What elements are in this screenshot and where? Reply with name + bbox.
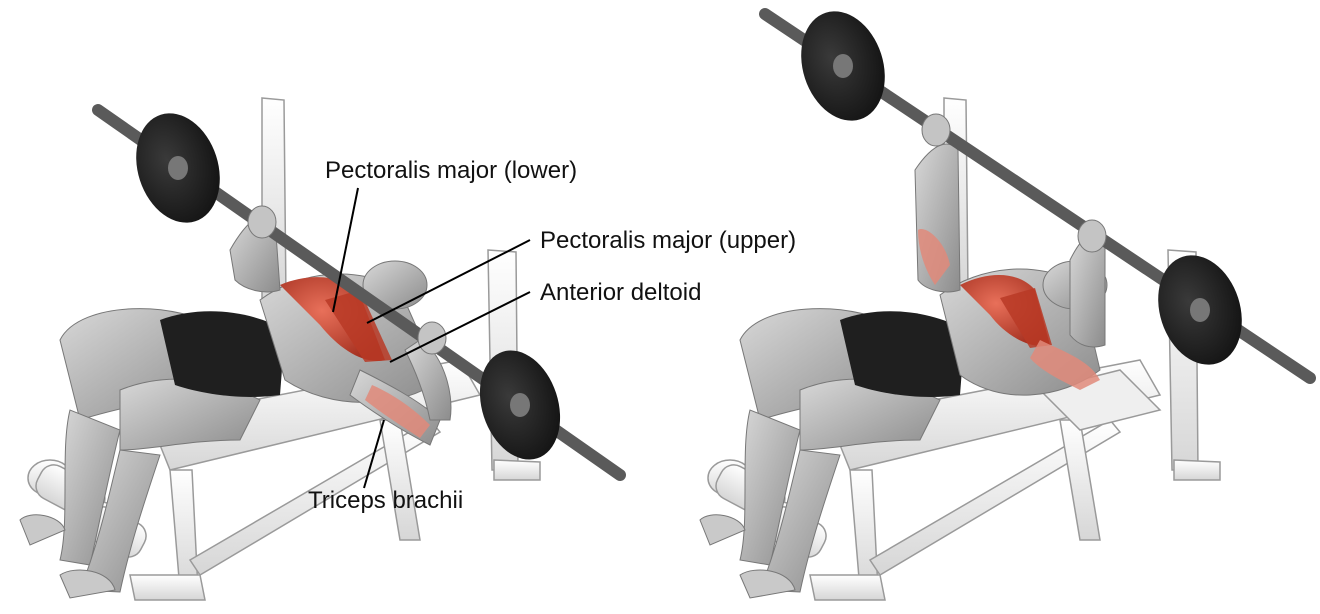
label-triceps-brachii: Triceps brachii	[308, 487, 463, 514]
label-pectoralis-major-upper: Pectoralis major (upper)	[540, 227, 796, 254]
leader-pec-lower	[332, 187, 359, 313]
leader-anterior-deltoid	[389, 291, 531, 363]
body-right	[699, 143, 1108, 599]
muscle-labels: Pectoralis major (lower) Pectoralis majo…	[308, 157, 796, 514]
label-pectoralis-major-lower: Pectoralis major (lower)	[325, 157, 577, 184]
label-anterior-deltoid: Anterior deltoid	[540, 279, 701, 306]
body-left	[19, 215, 452, 599]
figure-bar-lowered	[19, 97, 626, 601]
barbell-left	[92, 104, 626, 481]
leader-pec-upper	[366, 239, 531, 324]
leader-triceps	[363, 419, 385, 489]
leader-lines	[332, 187, 531, 489]
figure-bar-pressed	[699, 8, 1316, 601]
barbell-right	[759, 8, 1316, 384]
